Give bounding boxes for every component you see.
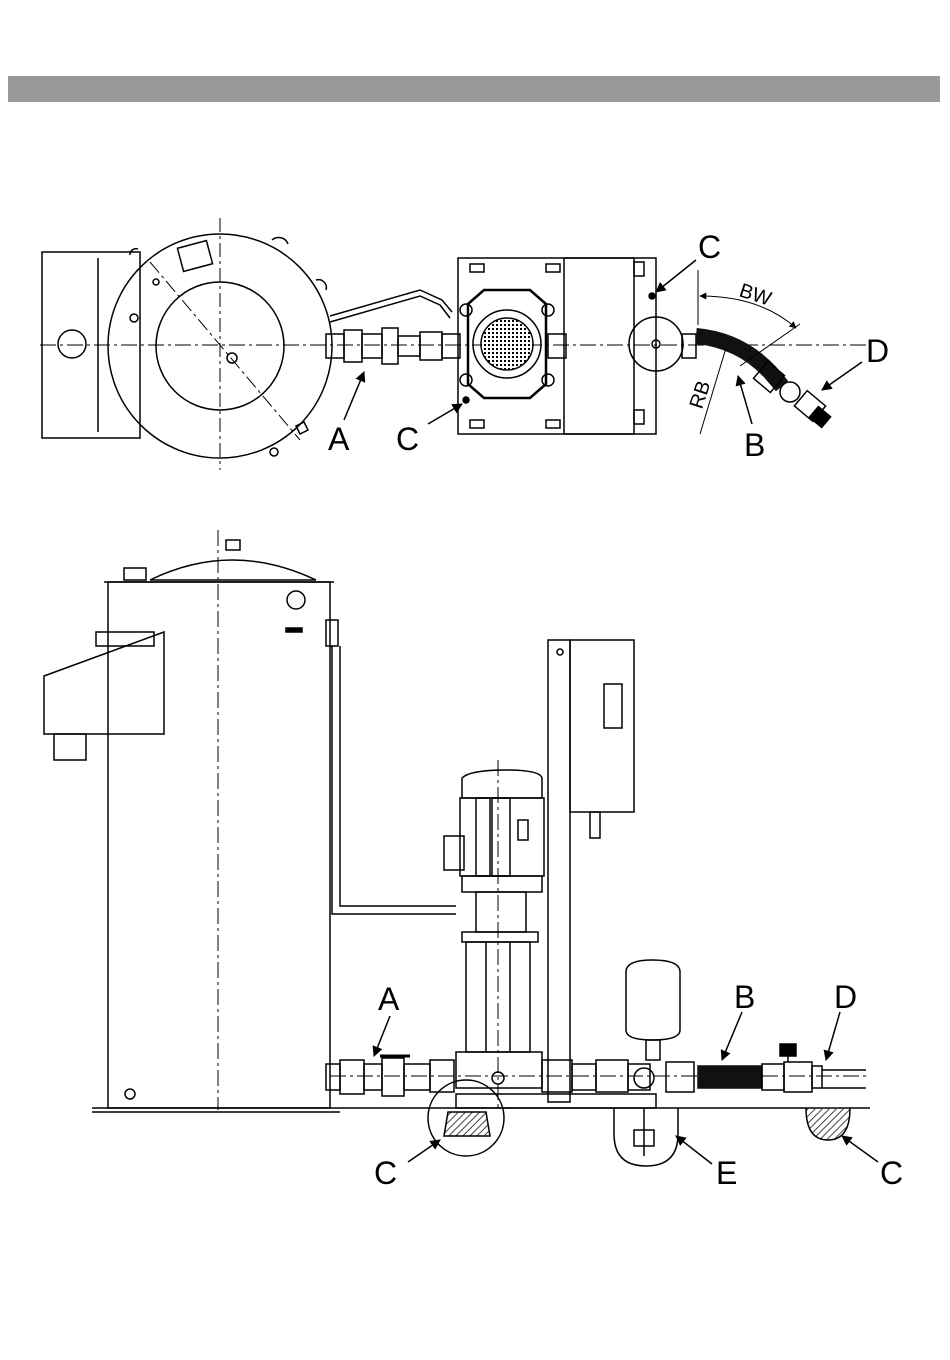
side-view-leaders <box>374 1012 878 1164</box>
callout-c-top: C <box>698 229 721 265</box>
callout-c-right-side: C <box>880 1155 903 1191</box>
tank-side <box>44 530 456 1110</box>
detail-circle-c-right <box>806 1108 850 1140</box>
callout-d-side: D <box>834 979 857 1015</box>
dimension-rb: RB <box>686 378 716 411</box>
callout-c-mid: C <box>396 421 419 457</box>
callout-b-side: B <box>734 979 755 1015</box>
callout-a-side: A <box>378 981 400 1017</box>
side-view <box>44 530 870 1166</box>
control-panel-side <box>548 640 634 1102</box>
callout-a-top: A <box>328 421 350 457</box>
detail-circle-e <box>614 1108 678 1166</box>
callout-c-left-side: C <box>374 1155 397 1191</box>
callout-b-top: B <box>744 427 765 463</box>
callout-d-top: D <box>866 333 889 369</box>
callout-e-side: E <box>716 1155 737 1191</box>
dimension-bw: BW <box>737 280 775 311</box>
pump-frame-plan <box>442 258 656 434</box>
tank-plan <box>42 218 332 470</box>
discharge-plan <box>629 317 831 428</box>
discharge-side <box>542 960 866 1092</box>
suction-fitting-plan <box>326 290 452 364</box>
pump-side <box>444 760 544 1110</box>
